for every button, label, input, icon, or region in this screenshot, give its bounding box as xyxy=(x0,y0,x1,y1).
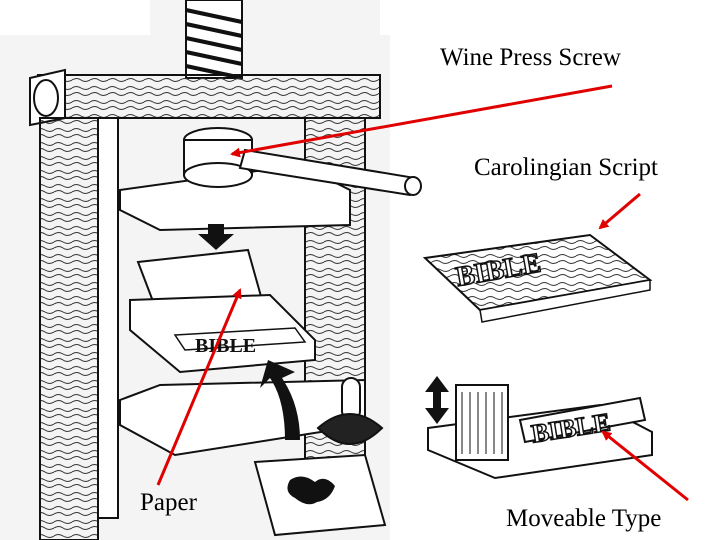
carolingian-block xyxy=(422,233,653,323)
backdrop-panel xyxy=(150,0,380,38)
arrow-moveable-type xyxy=(601,430,689,502)
curved-arrow-icon xyxy=(260,360,300,440)
left-post xyxy=(39,117,119,540)
down-arrow-icon xyxy=(198,224,234,250)
bed-type-letters: BIBLE xyxy=(195,335,256,357)
moveable-type-block xyxy=(427,384,653,480)
printed-sheet xyxy=(253,453,387,537)
ink-ball xyxy=(316,377,384,445)
arrow-wine-press-screw xyxy=(230,84,613,158)
up-down-arrow-icon xyxy=(425,376,449,424)
label-moveable-type: Moveable Type xyxy=(506,505,662,532)
arrow-carolingian-script xyxy=(598,192,641,230)
label-wine-press-screw: Wine Press Screw xyxy=(440,44,621,71)
screw-thread xyxy=(185,0,243,80)
top-beam xyxy=(29,68,381,127)
label-paper: Paper xyxy=(140,489,197,516)
lever-bar xyxy=(238,148,422,197)
label-carolingian-script: Carolingian Script xyxy=(474,154,658,181)
arrow-paper xyxy=(156,288,242,486)
